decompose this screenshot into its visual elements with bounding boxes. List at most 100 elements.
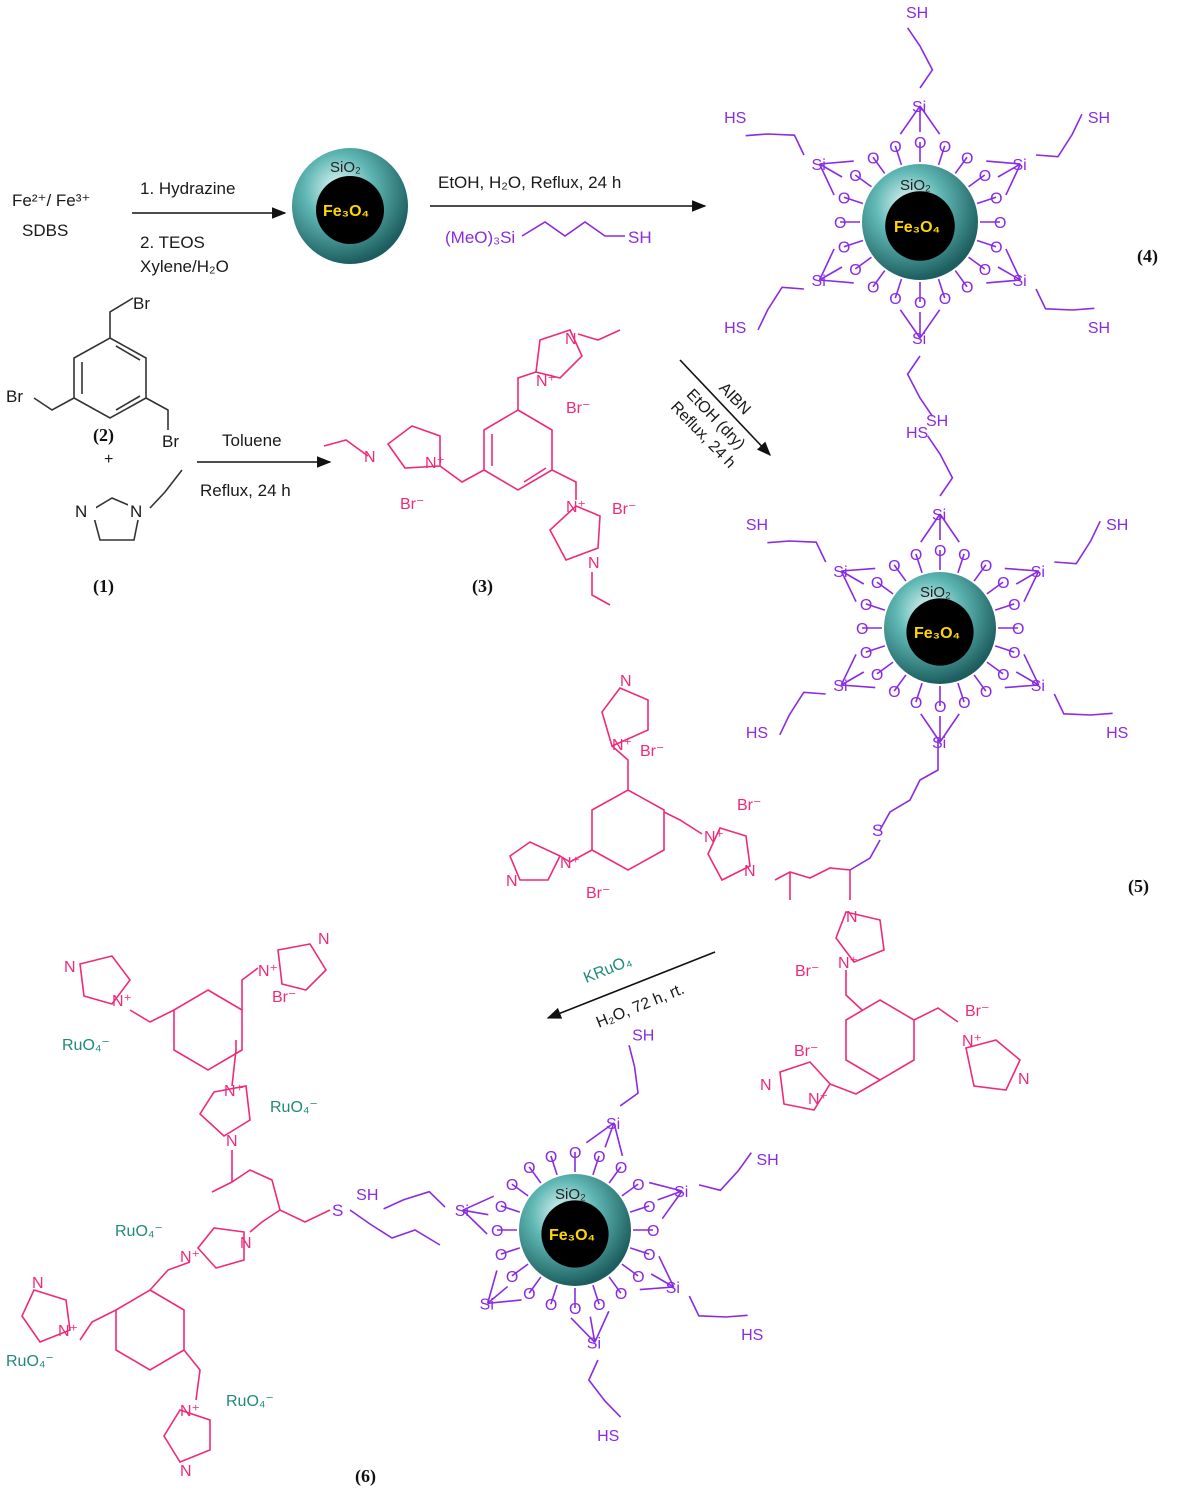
si-o-bond xyxy=(957,553,965,574)
oxygen-atom: O xyxy=(495,1199,507,1216)
magnetite-core xyxy=(906,598,974,666)
sdbs-text: SDBS xyxy=(22,221,68,240)
thiol-group: SH xyxy=(906,5,928,22)
propyl-chain xyxy=(1053,693,1113,716)
cage-bond xyxy=(986,279,1021,284)
oxygen-atom: O xyxy=(910,695,922,712)
propyl-chain xyxy=(906,355,934,417)
shell-label: SiO₂ xyxy=(330,159,361,176)
oxygen-atom: O xyxy=(939,291,951,308)
imidazolium-bottom xyxy=(549,505,601,561)
cage-bond xyxy=(919,105,941,135)
si-o-bond xyxy=(500,1205,521,1213)
magnetite-core xyxy=(316,176,384,244)
cage-bond xyxy=(1023,653,1040,686)
si-o-bond xyxy=(968,256,986,270)
hydrazine-text: 1. Hydrazine xyxy=(140,179,235,198)
oxygen-atom: O xyxy=(867,280,879,297)
oxygen-atom: O xyxy=(593,1297,605,1314)
oxygen-atom: O xyxy=(849,168,861,185)
svg-text:N⁺: N⁺ xyxy=(425,455,445,472)
svg-text:N⁺: N⁺ xyxy=(224,1083,244,1100)
svg-text:Br⁻: Br⁻ xyxy=(612,501,636,518)
iron-salts-text: Fe²⁺/ Fe³⁺ xyxy=(12,191,90,210)
svg-text:RuO₄⁻: RuO₄⁻ xyxy=(6,1353,54,1370)
svg-text:S: S xyxy=(872,821,883,840)
svg-text:RuO₄⁻: RuO₄⁻ xyxy=(270,1099,318,1116)
silicon-atom: Si xyxy=(480,1296,494,1313)
cage-bond xyxy=(841,567,876,572)
svg-text:N: N xyxy=(226,1133,238,1150)
cage-bond xyxy=(939,513,960,543)
compound-3-structure: N⁺ N Br⁻ N⁺ N Br⁻ N⁺ N Br⁻ xyxy=(323,329,636,606)
svg-text:N⁺: N⁺ xyxy=(838,955,858,972)
oxygen-atom: O xyxy=(990,240,1002,257)
oxygen-atom: O xyxy=(615,1286,627,1303)
svg-text:N: N xyxy=(565,331,577,348)
cage-bond xyxy=(997,266,1021,281)
silicon-atom: Si xyxy=(1031,678,1045,695)
svg-text:RuO₄⁻: RuO₄⁻ xyxy=(226,1393,274,1410)
si-o-bond xyxy=(621,1183,639,1197)
imidazolium-6a xyxy=(196,1227,245,1269)
oxygen-atom: O xyxy=(593,1149,605,1166)
oxygen-atom: O xyxy=(643,1199,655,1216)
shell-label: SiO₂ xyxy=(900,177,931,194)
imidazolium-5b xyxy=(601,687,649,748)
oxygen-atom: O xyxy=(994,215,1006,232)
core-label: Fe₃O₄ xyxy=(549,1227,595,1244)
imidazolium-6c xyxy=(163,1409,211,1463)
svg-text:N: N xyxy=(32,1275,44,1292)
si-o-bond xyxy=(937,145,946,166)
silicon-atom: Si xyxy=(587,1335,601,1352)
si-o-bond xyxy=(843,196,864,205)
si-o-bond xyxy=(511,1263,529,1277)
silicon-atom: Si xyxy=(606,1116,620,1133)
cage-bond xyxy=(841,684,876,689)
thiol-group: HS xyxy=(741,1327,763,1344)
oxygen-atom: O xyxy=(888,558,900,575)
cage-bond xyxy=(1005,248,1022,281)
svg-text:N⁺: N⁺ xyxy=(180,1403,200,1420)
svg-text:N⁺: N⁺ xyxy=(962,1033,982,1050)
oxygen-atom: O xyxy=(990,190,1002,207)
thiol-group: SH xyxy=(1088,320,1110,337)
svg-text:N: N xyxy=(1018,1071,1030,1088)
si-o-bond xyxy=(629,1205,650,1213)
aibn-conditions: AIBN EtOH (dry) Reflux, 24 h xyxy=(667,380,754,472)
compound-5-polymer: S N⁺ N Br⁻ N⁺ N Br⁻ N⁺ N Br⁻ N N⁺ Br⁻ N⁺… xyxy=(506,673,1030,1111)
oxygen-atom: O xyxy=(939,139,951,156)
plus-sign: + xyxy=(104,451,113,468)
arrow-step4 xyxy=(679,359,771,457)
benzene-ring-5b xyxy=(845,999,915,1081)
nanoparticle-a: SiO₂ Fe₃O₄ xyxy=(292,148,408,264)
cage-bond xyxy=(462,1209,488,1235)
imidazolium-top xyxy=(535,329,583,379)
oxygen-atom: O xyxy=(961,280,973,297)
core-label: Fe₃O₄ xyxy=(894,219,940,236)
thiol-group: HS xyxy=(724,110,746,127)
reflux-text: Reflux, 24 h xyxy=(200,481,291,500)
svg-text:N: N xyxy=(760,1077,772,1094)
svg-text:RuO₄⁻: RuO₄⁻ xyxy=(62,1037,110,1054)
cage-bond xyxy=(939,713,960,743)
svg-text:Br: Br xyxy=(133,294,150,313)
svg-text:KRuO₄: KRuO₄ xyxy=(581,952,634,987)
propyl-chain xyxy=(383,1190,446,1210)
thiol-group: HS xyxy=(1106,725,1128,742)
cage-bond xyxy=(1023,570,1040,603)
svg-text:Br⁻: Br⁻ xyxy=(566,400,590,417)
cage-bond xyxy=(840,570,865,585)
oxygen-atom: O xyxy=(1008,645,1020,662)
oxygen-atom: O xyxy=(569,1145,581,1162)
shell-label: SiO₂ xyxy=(555,1186,586,1203)
svg-text:N: N xyxy=(846,909,858,926)
cage-bond xyxy=(920,713,941,743)
silicon-atom: Si xyxy=(833,564,847,581)
thiol-group: SH xyxy=(746,517,768,534)
cage-bond xyxy=(840,570,857,603)
si-o-bond xyxy=(872,270,886,288)
silicon-atom: Si xyxy=(912,99,926,116)
cage-bond xyxy=(594,1310,610,1343)
